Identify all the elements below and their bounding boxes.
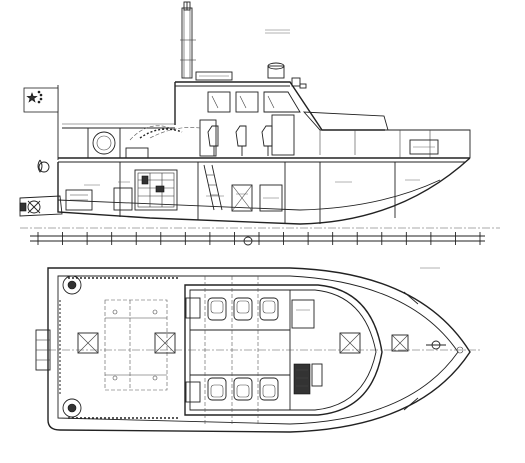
cabin-seats xyxy=(207,297,279,401)
deck-plan-view xyxy=(35,267,480,433)
side-elevation-view xyxy=(19,1,500,246)
cabin-door xyxy=(185,297,201,319)
main-deck xyxy=(58,129,471,163)
tank xyxy=(231,184,253,212)
engine-hatch xyxy=(104,299,168,391)
hull-profile xyxy=(20,157,500,229)
engine-room-machinery xyxy=(65,169,178,211)
foredeck-fittings xyxy=(48,291,480,411)
side-view-title-mark xyxy=(265,29,290,34)
exhaust xyxy=(37,159,43,173)
cabin-window xyxy=(207,91,231,113)
compartment-bulkheads xyxy=(84,162,420,224)
cabin-door xyxy=(199,119,217,157)
main-engine xyxy=(134,169,178,211)
helm-console xyxy=(291,299,323,395)
frame-spacing-scale xyxy=(30,232,485,246)
fore-deck-hatch xyxy=(409,139,439,155)
led-sign-board xyxy=(195,71,233,81)
roof-equipment xyxy=(195,62,307,89)
cabin-door xyxy=(185,381,201,403)
helm-seats xyxy=(207,125,273,156)
tank xyxy=(259,184,283,212)
cabin-window xyxy=(263,91,301,113)
stern-bollards xyxy=(35,275,82,418)
radar-mast xyxy=(180,1,196,79)
cabin-door xyxy=(271,114,295,156)
gearbox xyxy=(113,187,133,211)
cabin-plan xyxy=(184,284,383,416)
generator xyxy=(65,189,93,211)
deck-rail xyxy=(59,277,180,419)
midship-marker xyxy=(243,236,253,246)
deck-frame-lines xyxy=(129,276,259,424)
stern-deck-equipment xyxy=(62,123,201,159)
flag-icon xyxy=(23,85,59,160)
propeller-icon xyxy=(27,200,41,214)
cabin-window xyxy=(235,91,259,113)
plan-hull-outline xyxy=(47,267,471,433)
stern-drive xyxy=(19,159,63,217)
wheelhouse xyxy=(174,81,389,157)
deck-hatches xyxy=(77,332,409,354)
